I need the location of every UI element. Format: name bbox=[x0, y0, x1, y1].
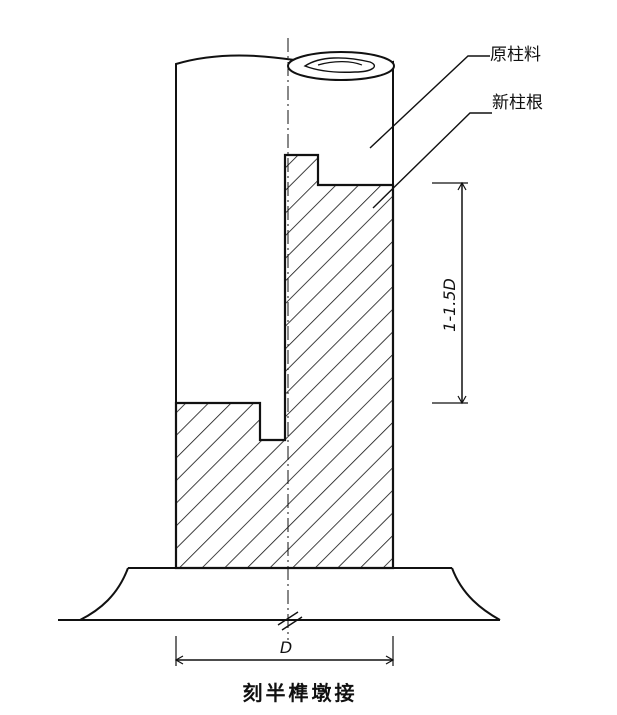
stone-base bbox=[58, 567, 501, 621]
break-mark bbox=[277, 611, 303, 631]
label-new-column-base: 新柱根 bbox=[492, 93, 543, 113]
label-diameter: D bbox=[280, 638, 292, 657]
label-splice-length: 1-1.5D bbox=[440, 278, 459, 332]
label-original-column: 原柱料 bbox=[490, 45, 541, 65]
diameter-dimension bbox=[174, 636, 395, 666]
splice-length-dimension bbox=[432, 181, 468, 405]
leader-original-column bbox=[369, 55, 490, 149]
leader-new-column-base bbox=[372, 112, 492, 209]
new-column-base bbox=[174, 153, 395, 570]
diagram-caption: 刻半榫墩接 bbox=[243, 681, 358, 705]
column-top-cut bbox=[287, 51, 395, 81]
